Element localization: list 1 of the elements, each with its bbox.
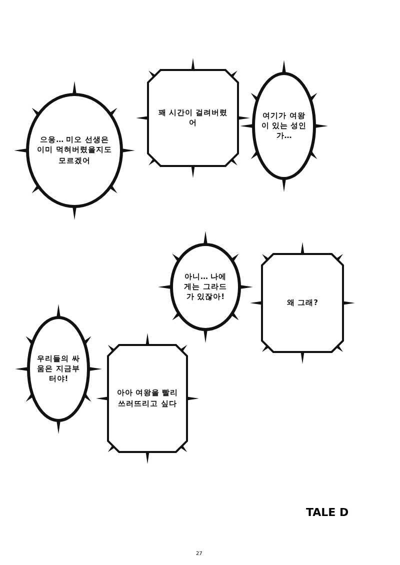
chapter-title: TALE D bbox=[306, 506, 349, 519]
